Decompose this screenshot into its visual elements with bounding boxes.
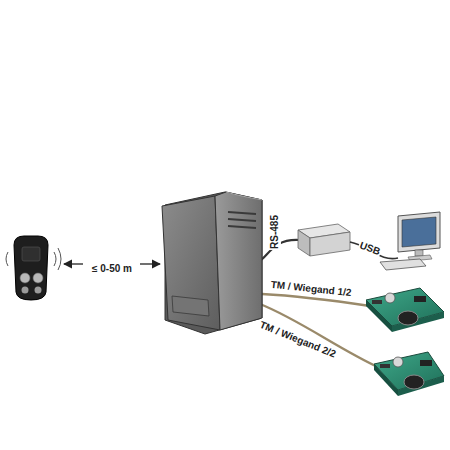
interface-label: USB: [357, 239, 383, 258]
computer: [380, 212, 440, 270]
bus-label-holder: RS-485: [264, 214, 276, 250]
signal-label-holder: TM / Wiegand 2/2: [259, 314, 340, 356]
wiegand-cable-1: [262, 294, 370, 306]
signal-label: TM / Wiegand 2/2: [257, 319, 338, 361]
controller-board: [374, 352, 444, 396]
converter-box: [298, 224, 350, 256]
distance-label: ≤ 0-50 m: [91, 263, 133, 275]
distance-label-holder: ≤ 0-50 m: [91, 258, 133, 270]
bus-label: RS-485: [269, 214, 281, 250]
remote-fob: [6, 236, 61, 300]
controller-board: [366, 288, 444, 332]
proximity-reader: [162, 192, 262, 334]
interface-label-holder: USB: [359, 234, 385, 253]
signal-label-holder: TM / Wiegand 1/2: [270, 274, 354, 295]
